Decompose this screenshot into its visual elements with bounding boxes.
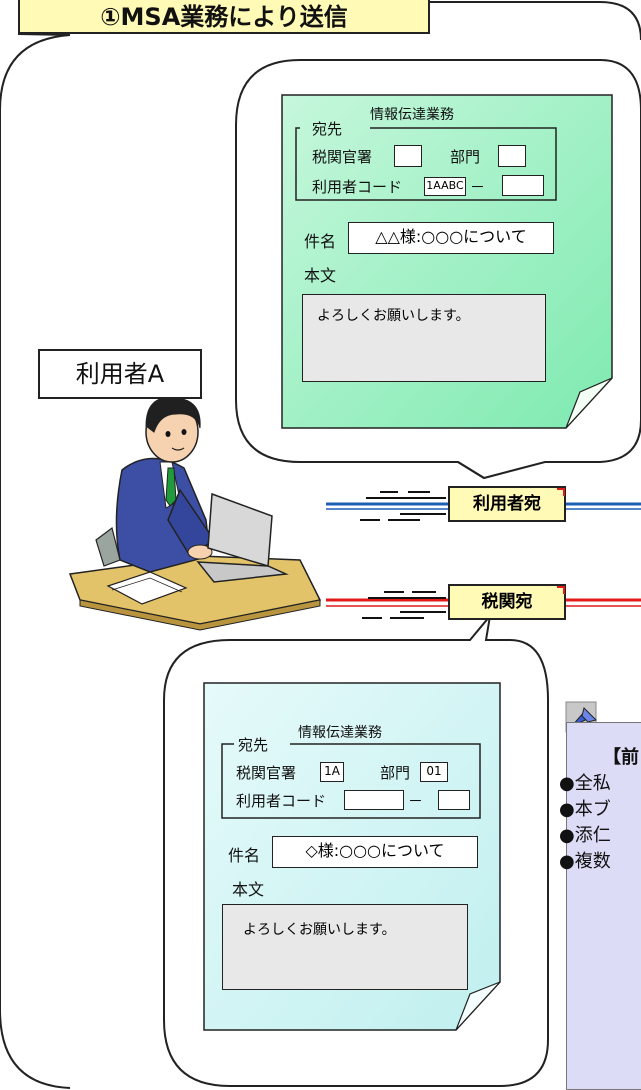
note-item: ●複数 bbox=[559, 851, 611, 872]
bottom-form-department-field[interactable]: 01 bbox=[420, 762, 448, 782]
top-form-customs-office-field[interactable] bbox=[394, 145, 422, 167]
note-heading: 【前 bbox=[603, 747, 639, 768]
top-form-department-field[interactable] bbox=[498, 145, 526, 167]
top-form-user-code-field-2[interactable] bbox=[502, 175, 544, 196]
bottom-form-fold bbox=[455, 981, 501, 1031]
to-customs-tag: 税関宛 bbox=[448, 584, 566, 620]
top-form-user-code-separator: － bbox=[470, 178, 486, 196]
bottom-form-user-code-field-1[interactable] bbox=[344, 790, 404, 810]
to-user-tag: 利用者宛 bbox=[448, 486, 566, 522]
bottom-form-subject-field[interactable]: ◇様:○○○について bbox=[272, 836, 478, 868]
page-title: ①MSA業務により送信 bbox=[18, 0, 430, 34]
bottom-form-user-code-field-2[interactable] bbox=[438, 790, 470, 810]
red-transmission-line bbox=[326, 591, 641, 619]
top-form-subject-label: 件名 bbox=[304, 232, 337, 251]
bottom-form-user-code-label: 利用者コード bbox=[236, 792, 327, 810]
top-form-customs-office-label: 税関官署 bbox=[312, 148, 373, 166]
top-form-header: 情報伝達業務 bbox=[370, 107, 454, 123]
bottom-form-subject-label: 件名 bbox=[228, 846, 261, 865]
note-panel: 【前 ●全私 ●本ブ ●添仁 ●複数 bbox=[559, 722, 641, 1090]
blue-transmission-line bbox=[326, 491, 641, 521]
user-illustration bbox=[68, 397, 322, 631]
bottom-form-department-label: 部門 bbox=[380, 764, 411, 782]
to-user-tag-label: 利用者宛 bbox=[473, 494, 541, 514]
bottom-form-customs-office-field[interactable]: 1A bbox=[320, 762, 344, 782]
user-label: 利用者A bbox=[38, 349, 202, 399]
tag-corner-mark bbox=[557, 488, 565, 496]
top-form-user-code-label: 利用者コード bbox=[312, 178, 403, 196]
top-form-user-code-field-1[interactable]: 1AABC bbox=[424, 177, 466, 196]
bottom-form-address-legend: 宛先 bbox=[238, 736, 269, 754]
note-item: ●添仁 bbox=[559, 825, 611, 846]
bottom-form-customs-office-label: 税関官署 bbox=[236, 764, 297, 782]
to-customs-tag-label: 税関宛 bbox=[481, 592, 533, 612]
top-form-department-label: 部門 bbox=[450, 148, 481, 166]
note-item: ●本ブ bbox=[559, 799, 611, 820]
tag-corner-mark bbox=[557, 586, 565, 594]
top-form-body-label: 本文 bbox=[304, 266, 337, 285]
top-form-body-field[interactable]: よろしくお願いします。 bbox=[302, 294, 546, 382]
bottom-form-header: 情報伝達業務 bbox=[298, 725, 382, 741]
top-form-fold bbox=[565, 377, 613, 429]
top-form-subject-field[interactable]: △△様:○○○について bbox=[348, 222, 554, 254]
bottom-form-body-field[interactable]: よろしくお願いします。 bbox=[222, 904, 468, 990]
note-item: ●全私 bbox=[559, 773, 611, 794]
top-form-address-legend: 宛先 bbox=[312, 120, 343, 138]
bottom-form-body-label: 本文 bbox=[232, 880, 265, 899]
bottom-form-user-code-separator: － bbox=[408, 792, 424, 810]
